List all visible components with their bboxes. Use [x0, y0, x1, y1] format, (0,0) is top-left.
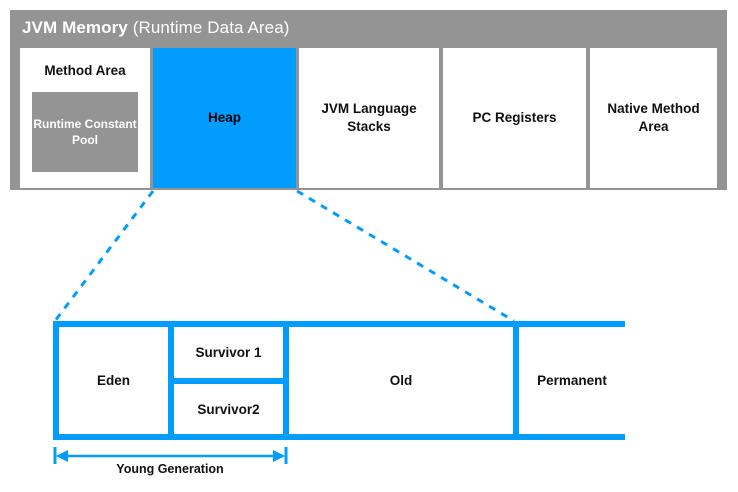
method-area-label: Method Area	[44, 63, 126, 78]
measure-arrowhead-left	[56, 450, 68, 462]
heap-cell-eden[interactable]: Eden	[59, 327, 168, 434]
native-method-area-label: Native Method Area	[607, 100, 699, 136]
heap-cell-survivor-1[interactable]: Survivor 1	[174, 327, 283, 378]
heap-cell-permanent[interactable]: Permanent	[519, 327, 625, 434]
dashed-connector-right	[296, 189, 515, 323]
heap-divider-survivor-split	[174, 378, 283, 384]
jvm-language-stacks-line2: Stacks	[347, 119, 391, 134]
runtime-constant-pool-label: Runtime Constant Pool	[33, 116, 137, 147]
runtime-constant-pool-box[interactable]: Runtime Constant Pool	[32, 92, 138, 172]
survivor-1-label: Survivor 1	[195, 345, 262, 360]
heap-detail-diagram: Eden Survivor 1 Survivor2 Old Permanent	[53, 321, 625, 440]
jvm-memory-title-subtitle: (Runtime Data Area)	[132, 18, 290, 37]
old-label: Old	[389, 373, 413, 388]
heap-divider-survivor-old	[283, 327, 289, 434]
young-generation-label: Young Generation	[116, 462, 224, 476]
heap-divider-old-permanent	[513, 327, 519, 434]
eden-label: Eden	[96, 373, 130, 388]
heap-label: Heap	[207, 109, 241, 125]
pc-registers-label: PC Registers	[472, 109, 557, 125]
jvm-language-stacks-label: JVM Language Stacks	[321, 100, 416, 136]
region-method-area[interactable]: Method Area Runtime Constant Pool	[20, 48, 150, 188]
jvm-memory-title: JVM Memory (Runtime Data Area)	[22, 18, 290, 38]
jvm-language-stacks-line1: JVM Language	[321, 100, 417, 116]
region-jvm-language-stacks[interactable]: JVM Language Stacks	[299, 48, 439, 188]
survivor-2-label: Survivor2	[197, 401, 260, 417]
heap-cell-old[interactable]: Old	[289, 327, 513, 434]
measure-arrowhead-right	[273, 450, 285, 462]
jvm-memory-title-bold: JVM Memory	[22, 18, 128, 37]
dashed-connector-left	[53, 190, 155, 322]
native-method-area-line2: Area	[638, 119, 669, 134]
native-method-area-line1: Native Method	[607, 100, 700, 116]
region-pc-registers[interactable]: PC Registers	[443, 48, 586, 188]
heap-cell-survivor-2[interactable]: Survivor2	[174, 384, 283, 434]
permanent-label: Permanent	[537, 373, 607, 388]
region-native-method-area[interactable]: Native Method Area	[590, 48, 717, 188]
heap-divider-eden-survivor	[168, 327, 174, 434]
region-heap[interactable]: Heap	[153, 48, 296, 188]
